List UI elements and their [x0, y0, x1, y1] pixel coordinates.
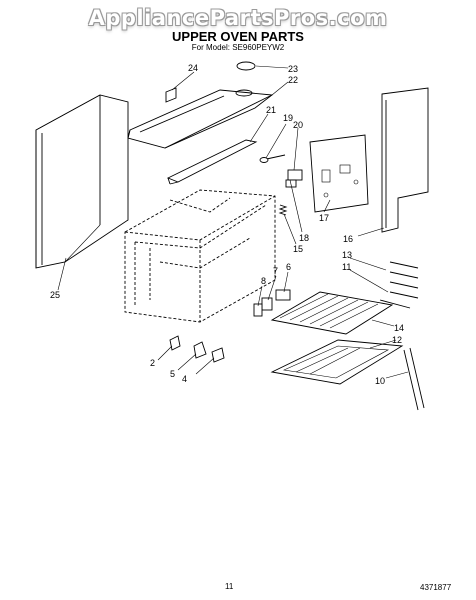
part-6-8-small-brackets	[253, 289, 291, 317]
part-22-top-panel	[127, 89, 274, 149]
model-number: For Model: SE960PEYW2	[191, 43, 285, 52]
callout-leader-lines	[57, 65, 409, 379]
part-19-sensor	[259, 154, 286, 163]
callout-4: 4	[182, 374, 187, 384]
callout-12: 12	[392, 335, 402, 345]
oven-cavity-outline	[124, 189, 276, 323]
callout-19: 19	[283, 113, 293, 123]
callout-24: 24	[188, 63, 198, 73]
callout-22: 22	[288, 75, 298, 85]
callout-8: 8	[261, 276, 266, 286]
diagram-title: UPPER OVEN PARTS	[172, 29, 304, 44]
callout-15: 15	[293, 244, 303, 254]
part-25-side-panel	[35, 94, 129, 269]
callout-7: 7	[273, 266, 278, 276]
document-number: 4371877	[420, 583, 452, 592]
callout-14: 14	[394, 323, 404, 333]
callout-6: 6	[286, 262, 291, 272]
page-number: 11	[225, 582, 234, 591]
part-2-4-5-clips	[169, 335, 225, 363]
callout-11: 11	[342, 262, 351, 272]
part-13-rack-supports	[379, 261, 419, 309]
callout-25: 25	[50, 290, 60, 300]
part-23-cap	[236, 61, 256, 71]
callout-13: 13	[342, 250, 352, 260]
part-15-spring	[278, 204, 288, 216]
callout-17: 17	[319, 213, 329, 223]
part-17-back-panel	[309, 134, 369, 213]
callout-2: 2	[150, 358, 155, 368]
part-12-broiler-pan	[270, 339, 404, 385]
callout-20: 20	[293, 120, 303, 130]
part-20-switch	[285, 169, 303, 188]
part-24-clip	[165, 87, 177, 103]
callout-18: 18	[299, 233, 309, 243]
part-21-trim	[166, 139, 258, 185]
part-10-rods	[403, 347, 425, 411]
callout-5: 5	[170, 369, 175, 379]
part-14-oven-rack	[270, 291, 394, 335]
callout-16: 16	[343, 234, 353, 244]
watermark-logo: AppliancePartsPros.com	[88, 6, 388, 30]
callout-23: 23	[288, 64, 298, 74]
part-16-right-bracket	[381, 87, 429, 233]
callout-21: 21	[266, 105, 276, 115]
callout-labels: 23 22 24 21 19 20 17 18 15 16 13 11 14 1…	[50, 63, 404, 386]
callout-10: 10	[375, 376, 385, 386]
